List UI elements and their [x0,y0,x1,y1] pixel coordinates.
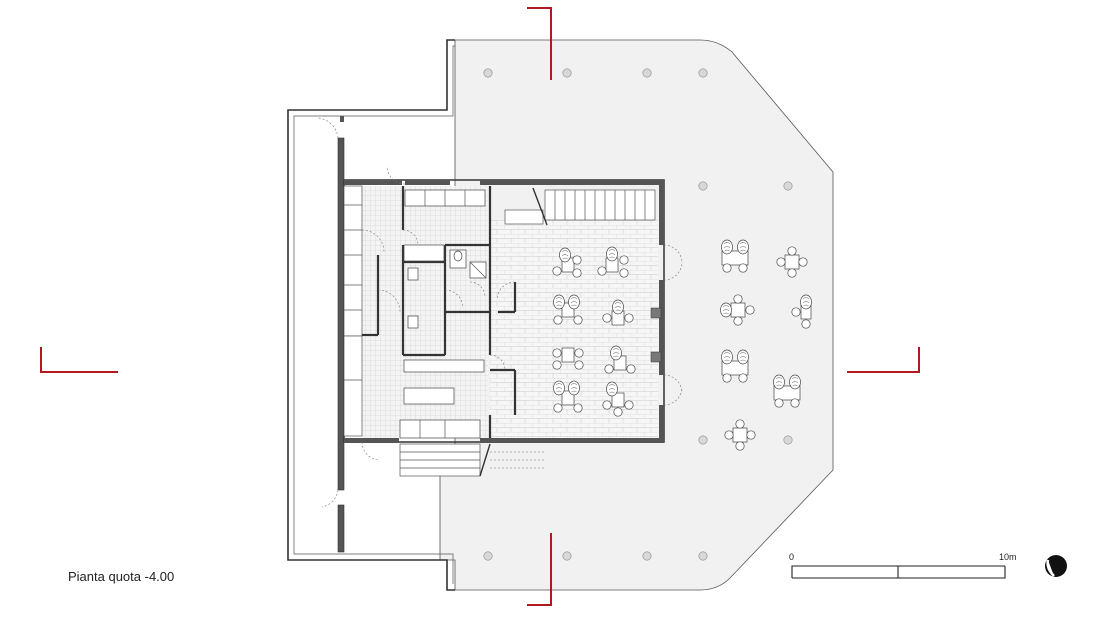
scale-end-label: 10m [999,552,1017,562]
corridor-walls [337,116,345,553]
terrace-columns [483,68,793,561]
corridor-door-top [317,117,339,139]
drawing-caption: Pianta quota -4.00 [68,569,174,584]
kitchen-counters [399,189,486,439]
corridor-door-bottom [321,489,339,508]
outdoor-tables [720,239,812,451]
section-marker-top [527,7,552,80]
retaining-wall [287,39,455,591]
interior-doors [361,165,683,461]
scale-bar: 0 10m [789,552,1017,579]
retaining-wall-inner [293,45,455,584]
storage-strip [343,185,363,437]
upper-stairs [504,187,656,226]
section-markers [40,7,920,606]
interior-columns [650,307,662,363]
scale-start-label: 0 [789,552,794,562]
section-marker-right [847,347,920,373]
service-partitions [362,186,517,438]
restrooms [403,244,487,329]
indoor-tables [552,246,636,417]
section-marker-left [40,347,118,373]
north-arrow-icon [1045,555,1067,577]
section-marker-bottom [527,533,552,606]
lower-stairs [399,443,545,477]
